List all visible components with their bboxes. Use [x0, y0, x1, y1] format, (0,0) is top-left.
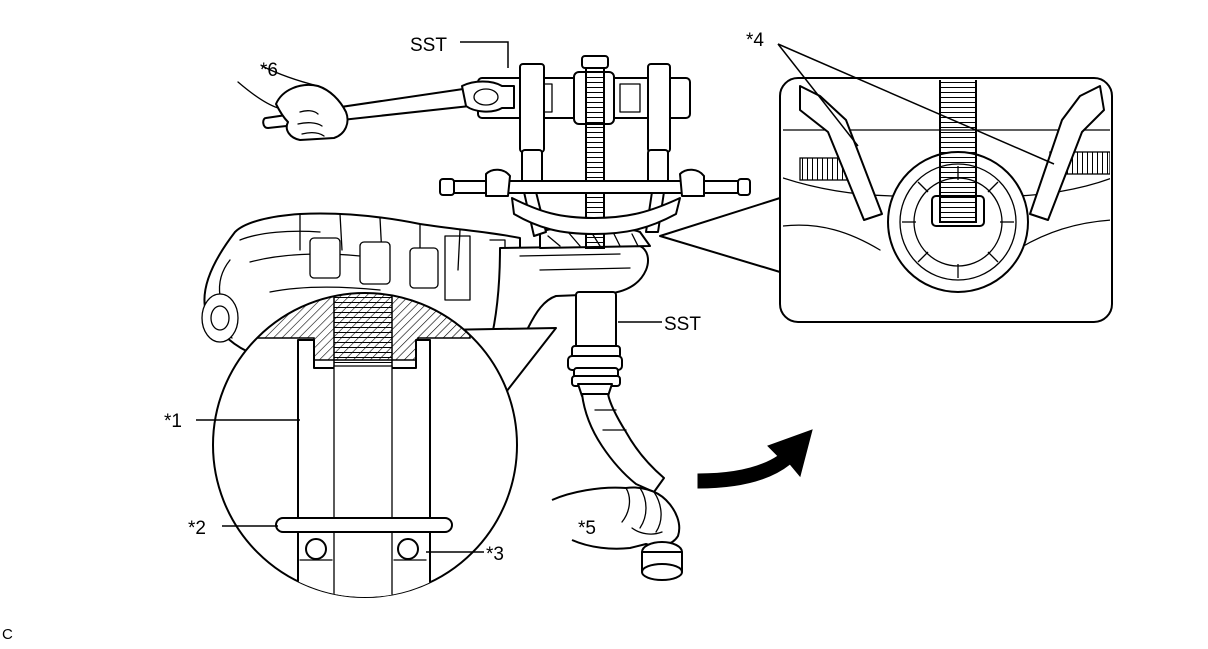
- leader-lines: [196, 41, 1055, 553]
- cross-section-inset: [212, 292, 557, 598]
- callout-3: *3: [486, 544, 504, 565]
- upper-hand-with-wrench: [237, 65, 515, 141]
- callout-4: *4: [746, 30, 764, 51]
- callout-5: *5: [578, 518, 596, 539]
- callout-2: *2: [188, 518, 206, 539]
- sst-right-label: SST: [664, 314, 701, 335]
- figure-code: C: [2, 626, 13, 643]
- sst-top-label: SST: [410, 35, 447, 56]
- callout-1: *1: [164, 411, 182, 432]
- rotation-arrow-icon: [697, 429, 813, 489]
- sst-lower: [567, 291, 623, 397]
- lower-hand-with-ratchet: [551, 393, 683, 581]
- sst-puller: [439, 55, 751, 249]
- callout-6: *6: [260, 60, 278, 81]
- bearing-detail-panel: [659, 77, 1113, 323]
